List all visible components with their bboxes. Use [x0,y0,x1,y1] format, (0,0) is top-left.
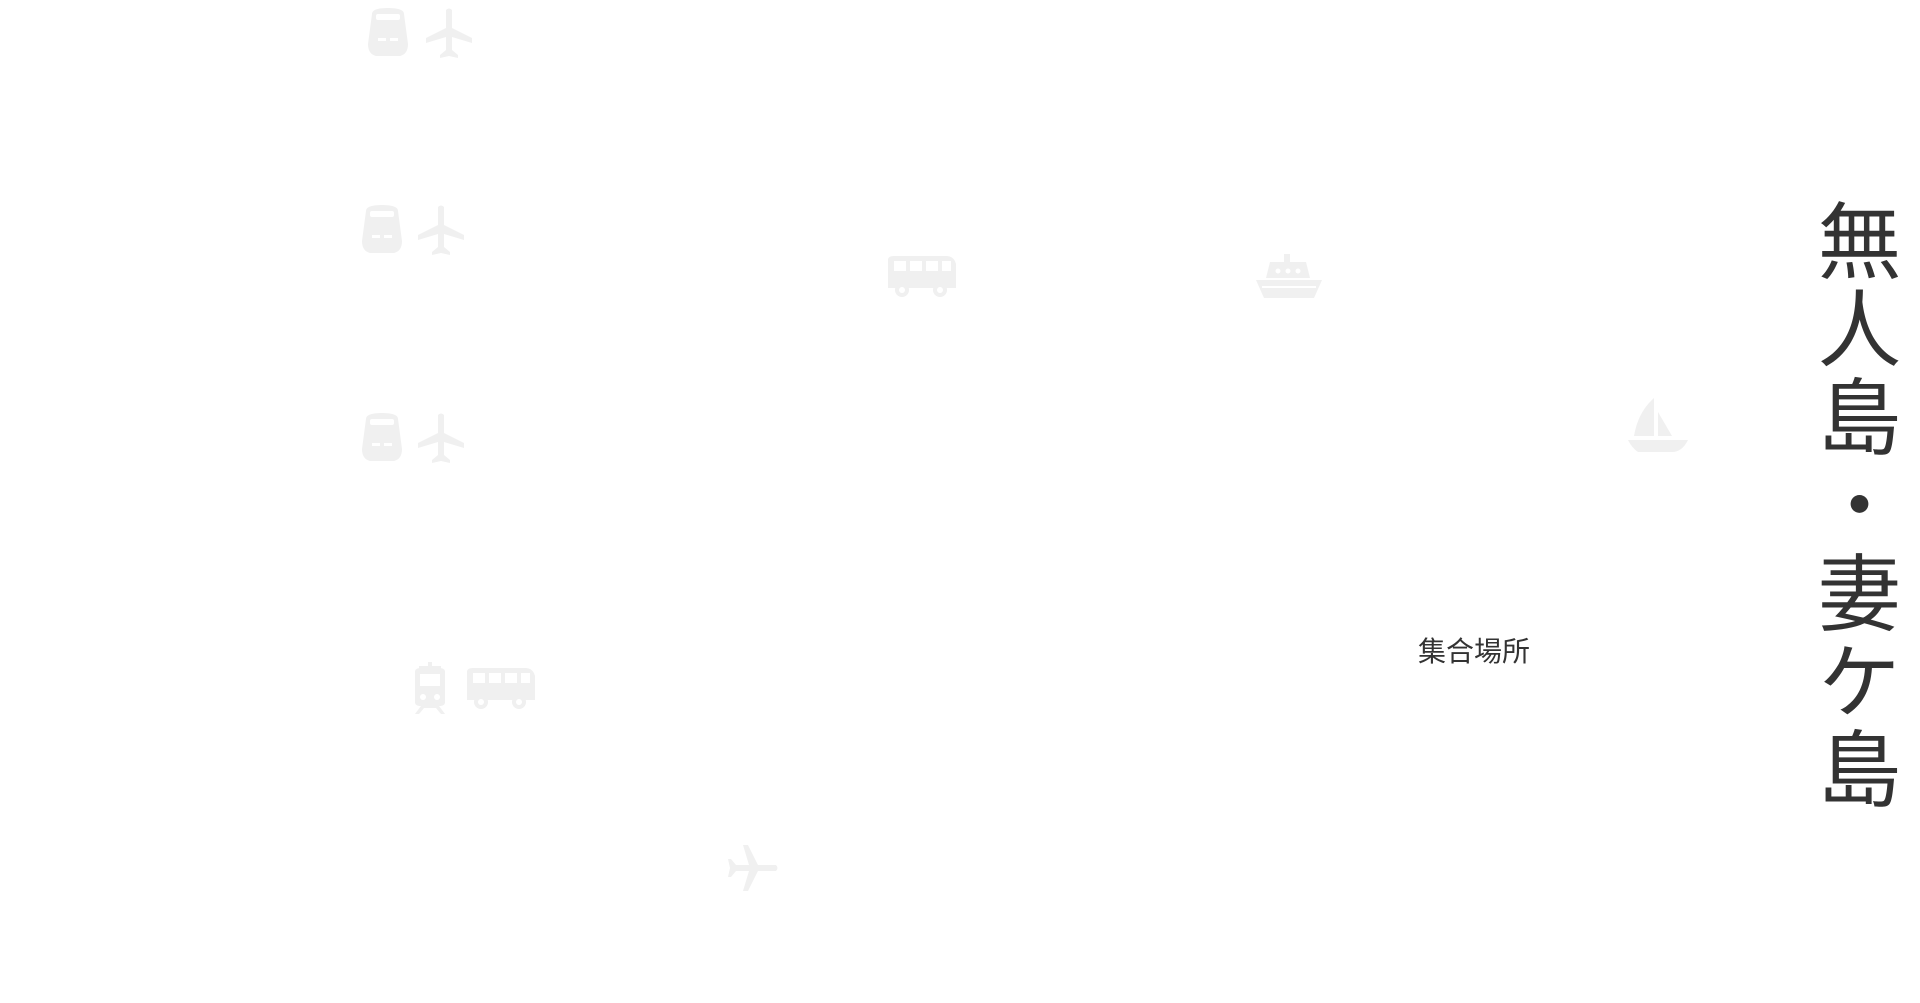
airplane-icon [424,8,474,60]
shinkansen-icon [358,413,406,465]
tram-icon [411,662,449,714]
bus-icon [884,256,958,298]
page-title: 無人島・妻ケ島 [1804,198,1902,814]
airplane-icon [726,842,778,894]
shinkansen-icon [364,8,412,60]
airplane-icon [416,205,466,257]
airplane-icon [416,413,466,465]
meeting-place-label: 集合場所 [1418,635,1531,668]
bus-icon [463,668,537,710]
sailboat-icon [1628,398,1688,454]
shinkansen-icon [358,205,406,257]
ferry-icon [1256,254,1322,300]
